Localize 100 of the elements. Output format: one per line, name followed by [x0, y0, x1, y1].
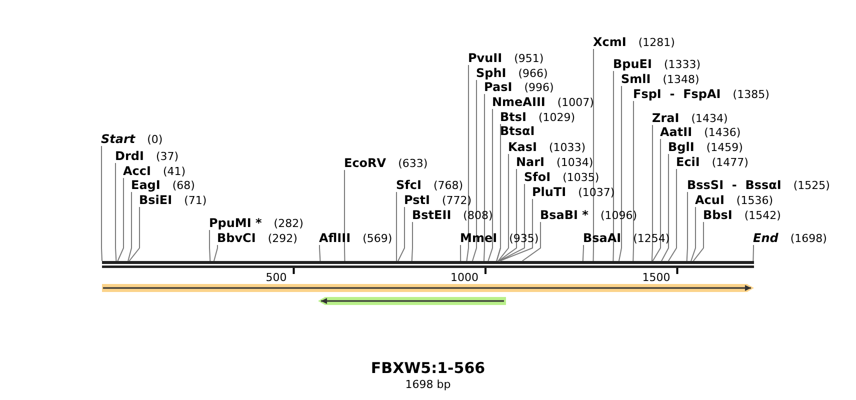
enzyme-name: Start: [101, 132, 136, 146]
leader-line: [398, 206, 405, 262]
leader-line: [411, 222, 413, 262]
enzyme-name: MmeI: [460, 231, 498, 245]
cut-position: (1434): [691, 112, 728, 125]
scale-number: 1000: [450, 272, 478, 284]
cut-position: (1037): [578, 186, 615, 199]
cut-position: (1459): [706, 141, 743, 154]
cut-position: (966): [518, 67, 548, 80]
cut-position: (772): [442, 194, 472, 207]
cut-position: (1348): [662, 73, 700, 86]
leader-line: [652, 138, 661, 262]
leader-line: [752, 244, 754, 262]
enzyme-name: BtsαI: [500, 124, 535, 138]
enzyme-name: SfoI: [524, 170, 551, 184]
enzyme-name: BglI: [668, 140, 694, 154]
leader-line: [582, 244, 584, 262]
leader-line: [344, 170, 346, 262]
leader-line: [668, 168, 677, 262]
enzyme-name: SfcI: [396, 178, 422, 192]
leader-line: [209, 230, 211, 262]
cut-position: (1536): [736, 194, 773, 207]
enzyme-name: BbsI: [703, 208, 732, 222]
enzyme-name: FspI - FspAI: [633, 87, 721, 101]
cut-position: (569): [362, 232, 392, 245]
map-title: FBXW5:1-566: [370, 359, 486, 377]
enzyme-name: DrdI: [115, 149, 144, 163]
leader-line: [686, 192, 688, 262]
leader-line: [498, 184, 525, 262]
enzyme-name: PstI: [404, 193, 430, 207]
enzyme-name: BsaAI: [583, 231, 622, 245]
cut-position: (951): [514, 52, 544, 65]
cut-position: (1542): [744, 209, 781, 222]
enzyme-name: SmlI: [621, 72, 651, 86]
cut-position: (1096): [600, 209, 638, 222]
leader-line: [592, 48, 594, 262]
enzyme-name: PasI: [484, 80, 512, 94]
enzyme-name: BtsI: [500, 110, 526, 124]
leader-line: [101, 146, 102, 262]
enzyme-name: AcuI: [695, 193, 724, 207]
leader-line: [319, 244, 321, 262]
cut-position: (1436): [704, 126, 741, 139]
leader-line: [661, 154, 669, 262]
leader-line: [498, 168, 517, 262]
cut-position: (1033): [549, 141, 586, 154]
leader-line: [632, 100, 634, 262]
enzyme-name: ZraI: [652, 111, 680, 125]
cut-position: (1385): [732, 88, 770, 101]
cut-position: (292): [268, 232, 298, 245]
leader-line: [692, 222, 704, 262]
enzyme-name: AflIII: [319, 231, 351, 245]
scale-number: 1500: [642, 272, 670, 284]
enzyme-name: XcmI: [593, 35, 626, 49]
enzyme-name: EagI: [131, 178, 160, 192]
enzyme-name: EcoRV: [344, 156, 386, 170]
leader-line: [128, 192, 132, 262]
enzyme-name: BsiEI: [139, 193, 172, 207]
leader-line: [522, 222, 541, 262]
cut-position: (1525): [793, 179, 830, 192]
cut-position: (37): [156, 150, 179, 163]
cut-position: (1333): [664, 58, 701, 71]
cut-position: (1281): [638, 36, 675, 49]
leader-line: [499, 198, 533, 262]
enzyme-name: End: [753, 231, 778, 245]
enzyme-name: EciI: [676, 155, 700, 169]
cut-position: (935): [509, 232, 539, 245]
enzyme-name: KasI: [508, 140, 538, 154]
cut-position: (282): [274, 217, 304, 230]
leader-line: [483, 94, 485, 262]
cut-position: (1034): [556, 156, 594, 169]
leader-line: [612, 70, 614, 262]
enzyme-name: BstEII: [412, 208, 452, 222]
enzyme-name: PluTI: [532, 185, 566, 199]
cut-position: (41): [162, 165, 186, 178]
enzyme-name: SphI: [476, 66, 506, 80]
leader-line: [690, 206, 696, 262]
cut-position: (1007): [557, 96, 594, 109]
leader-line: [213, 244, 218, 262]
cut-position: (996): [524, 81, 554, 94]
leader-line: [472, 80, 477, 262]
leader-line: [498, 154, 509, 262]
leader-line: [618, 86, 622, 262]
cut-position: (1035): [562, 171, 600, 184]
cut-position: (68): [172, 179, 195, 192]
cut-position: (1698): [790, 232, 827, 245]
enzyme-name: PpuMI *: [209, 216, 262, 230]
leader-line: [466, 64, 469, 262]
enzyme-name: BsaBI *: [540, 208, 588, 222]
enzyme-name: BbvCI: [217, 231, 256, 245]
leader-line: [488, 108, 493, 262]
enzyme-name: BpuEI: [613, 57, 652, 71]
scale-number: 500: [266, 272, 287, 284]
enzyme-name: PvuII: [468, 51, 502, 65]
cut-position: (1477): [712, 156, 748, 169]
leader-line: [460, 244, 462, 262]
cut-position: (1029): [538, 111, 576, 124]
enzyme-name: BssSI - BssαI: [687, 178, 782, 192]
cut-position: (768): [433, 179, 464, 192]
leader-line: [115, 162, 117, 262]
enzyme-name: AccI: [123, 164, 151, 178]
